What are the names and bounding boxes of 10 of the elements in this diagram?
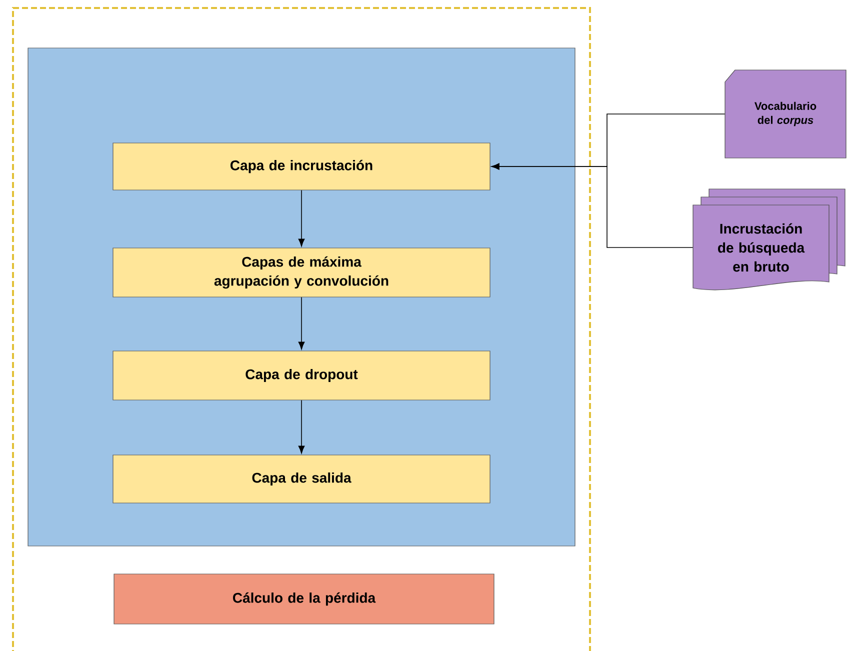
layer-box: Capas de máxima agrupación y convolución (112, 248, 490, 298)
layer-box: Capa de incrustación (112, 142, 490, 190)
layer-box: Capa de salida (112, 454, 490, 504)
dashed-frame (12, 7, 591, 651)
arrow (298, 296, 305, 350)
arrow (298, 400, 305, 454)
layer-box: Capa de dropout (112, 350, 490, 400)
loss-box: Cálculo de la pérdida (114, 574, 494, 624)
arrow (298, 190, 305, 246)
arrow (492, 163, 694, 248)
